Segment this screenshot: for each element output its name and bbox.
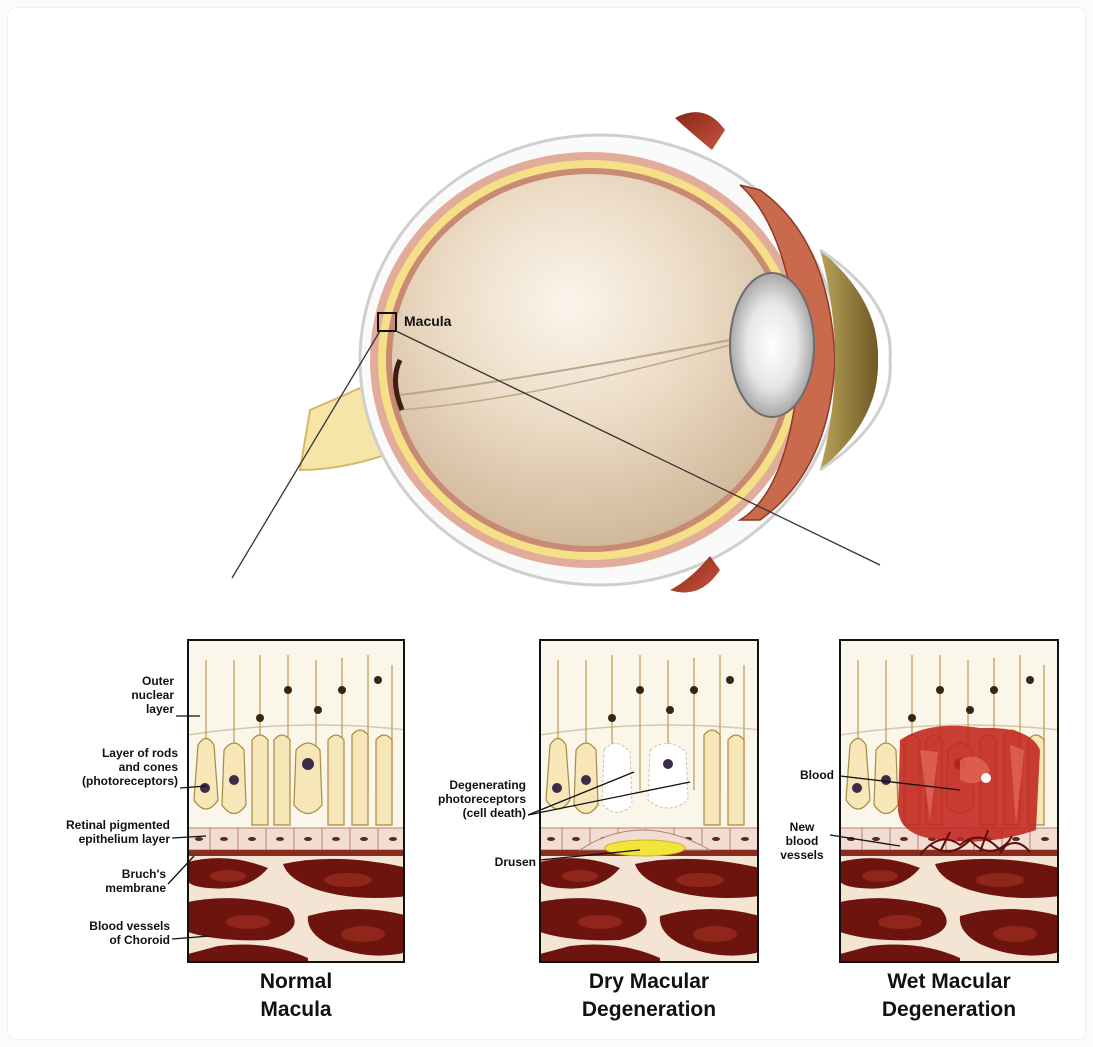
vitreous bbox=[392, 174, 788, 546]
drusen-deposit bbox=[605, 840, 685, 856]
caption-wet-macular-degeneration: Wet Macular Degeneration bbox=[820, 968, 1078, 1024]
label-blood: Blood bbox=[760, 768, 834, 782]
label-rods-and-cones: Layer of rods and cones (photoreceptors) bbox=[20, 746, 178, 788]
lens bbox=[730, 273, 814, 417]
eye-cross-section bbox=[232, 112, 890, 592]
label-retinal-pigmented-epithelium: Retinal pigmented epithelium layer bbox=[20, 818, 170, 846]
panel-wet-macular-degeneration bbox=[840, 640, 1060, 965]
label-outer-nuclear-layer: Outer nuclear layer bbox=[40, 674, 174, 716]
label-degenerating-photoreceptors: Degenerating photoreceptors (cell death) bbox=[400, 778, 526, 820]
macula-label: Macula bbox=[404, 313, 451, 329]
muscle-top bbox=[675, 112, 725, 150]
caption-dry-macular-degeneration: Dry Macular Degeneration bbox=[520, 968, 778, 1024]
panel-dry-macular-degeneration bbox=[540, 640, 760, 965]
label-drusen: Drusen bbox=[440, 855, 536, 869]
panel-normal-macula bbox=[188, 640, 408, 965]
label-bruchs-membrane: Bruch's membrane bbox=[60, 867, 166, 895]
label-choroid-vessels: Blood vessels of Choroid bbox=[30, 919, 170, 947]
caption-normal-macula: Normal Macula bbox=[188, 968, 404, 1024]
label-new-blood-vessels: New blood vessels bbox=[772, 820, 832, 862]
